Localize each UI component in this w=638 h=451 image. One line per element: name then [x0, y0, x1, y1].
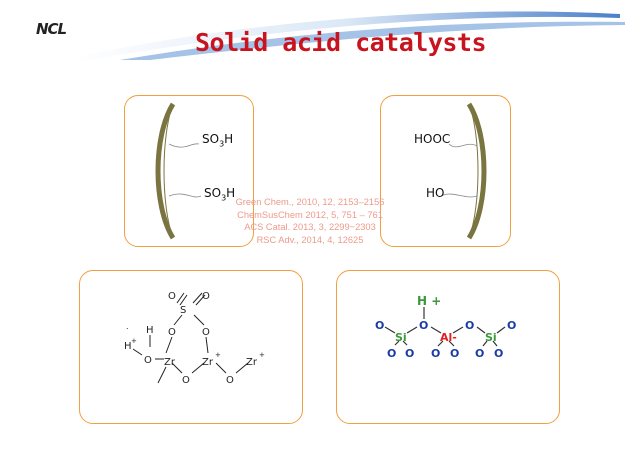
bracket-right-diagram — [440, 102, 487, 240]
svg-text:O: O — [494, 347, 503, 360]
svg-text:Zr: Zr — [246, 357, 258, 368]
svg-text:O: O — [465, 319, 474, 332]
proton-label: H + — [417, 294, 441, 308]
svg-text:O: O — [507, 319, 516, 332]
so3h-label-bottom: SO3H — [204, 186, 236, 203]
svg-text:O: O — [182, 375, 190, 386]
svg-text:Zr: Zr — [202, 357, 214, 368]
header-banner — [70, 11, 625, 60]
panel-sulfonic-acid: SO3H SO3H — [124, 95, 254, 247]
reference-3: ACS Catal. 2013, 3, 2299−2303 — [244, 222, 376, 232]
svg-text:O: O — [387, 347, 396, 360]
svg-text:O: O — [405, 347, 414, 360]
panel-silica-alumina: H + O O O O Si Al- Si O O O O O O — [336, 270, 560, 424]
svg-text:Si: Si — [485, 331, 497, 344]
sulfur-atom: S — [180, 305, 186, 316]
reference-2: ChemSusChem 2012, 5, 751 – 761 — [237, 209, 383, 220]
svg-text:+: + — [259, 351, 265, 359]
ncl-logo: NCL — [36, 20, 67, 38]
panel-carboxylic-acid: HOOC HO — [380, 95, 511, 247]
so3h-label-top: SO3H — [202, 132, 234, 149]
silica-alumina-structure: H + O O O O Si Al- Si O O O O O O — [375, 294, 516, 360]
svg-text:+: + — [131, 337, 137, 345]
svg-text:O: O — [168, 291, 176, 302]
references-list: Green Chem., 2010, 12, 2153–2156 ChemSus… — [230, 196, 390, 246]
svg-text:O: O — [475, 347, 484, 360]
svg-text:O: O — [144, 355, 152, 366]
svg-text:O: O — [226, 375, 234, 386]
svg-text:H: H — [146, 325, 154, 336]
svg-text:.: . — [126, 322, 129, 331]
svg-text:O: O — [431, 347, 440, 360]
svg-text:+: + — [215, 351, 221, 359]
svg-text:O: O — [168, 327, 176, 338]
ho-label: HO — [426, 186, 445, 200]
svg-text:O: O — [419, 319, 428, 332]
bracket-left-diagram — [155, 102, 202, 240]
svg-text:O: O — [375, 319, 384, 332]
svg-text:Zr: Zr — [164, 357, 176, 368]
svg-text:O: O — [450, 347, 459, 360]
svg-text:O: O — [202, 327, 210, 338]
svg-text:Si: Si — [395, 331, 407, 344]
hooc-label: HOOC — [414, 132, 451, 146]
svg-text:Al-: Al- — [440, 331, 457, 344]
svg-text:O: O — [202, 291, 210, 302]
page-title: Solid acid catalysts — [195, 28, 487, 57]
panel-sulfated-zirconia: S O O O O H H + O Zr Zr + O O Zr + . — [79, 270, 303, 424]
sulfated-zirconia-structure: S O O O O H H + O Zr Zr + O O Zr + . — [124, 291, 265, 386]
reference-1: Green Chem., 2010, 12, 2153–2156 — [235, 197, 385, 207]
reference-4: RSC Adv., 2014, 4, 12625 — [256, 234, 364, 245]
svg-text:H: H — [124, 341, 132, 352]
